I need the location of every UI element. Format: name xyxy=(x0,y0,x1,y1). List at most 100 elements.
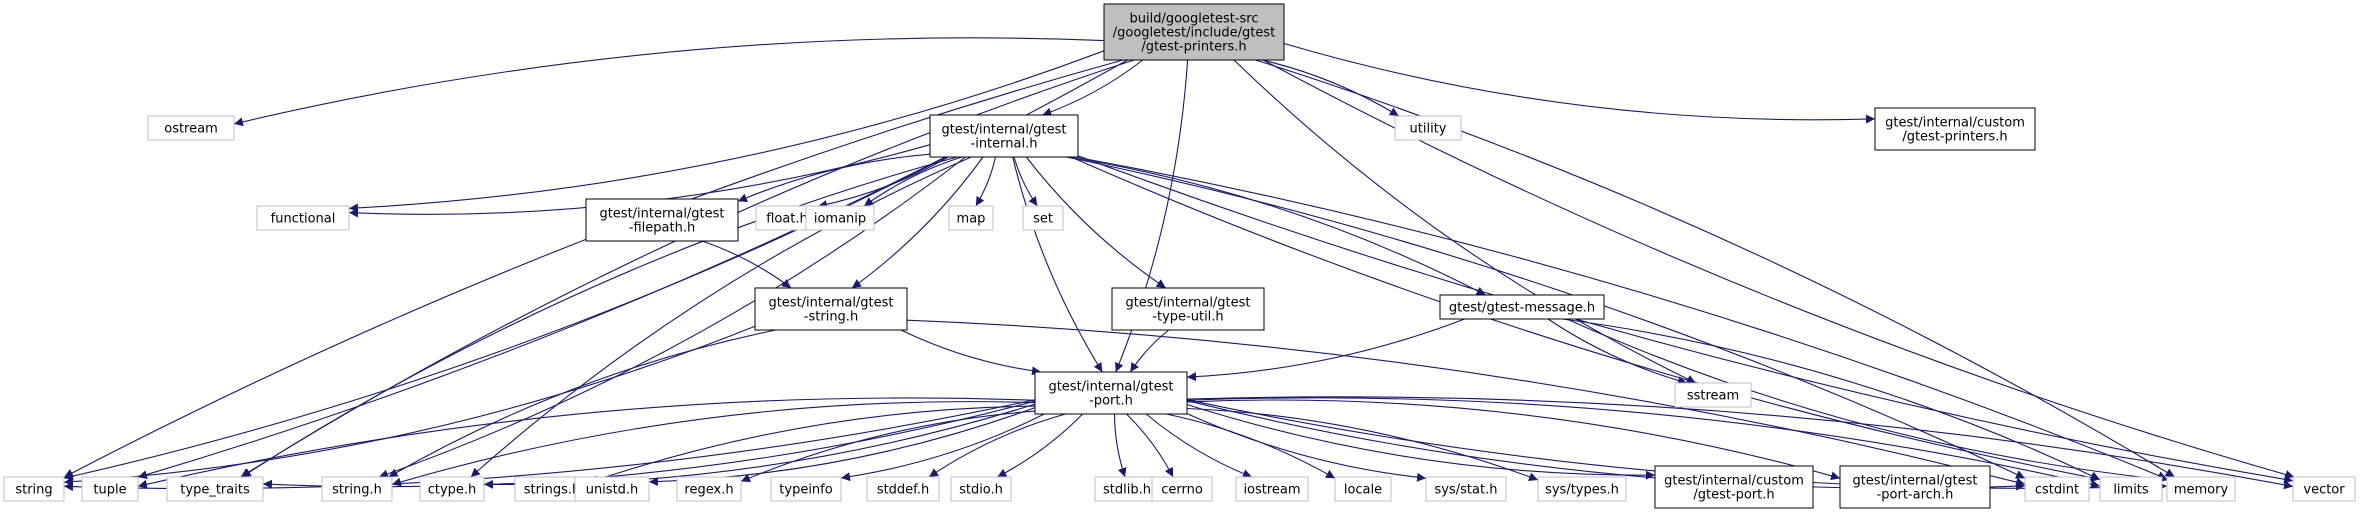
node-label: string xyxy=(15,483,52,498)
node-box xyxy=(3,476,65,502)
node-label: ctype.h xyxy=(428,483,477,498)
edge-root-to-sstream xyxy=(1233,59,1697,384)
node-label: gtest/internal/gtest xyxy=(941,123,1066,138)
node-set: set xyxy=(1022,205,1064,231)
node-label: ostream xyxy=(164,122,218,137)
edge-internal-to-memory xyxy=(1075,156,2168,480)
node-sys-stat: sys/stat.h xyxy=(1425,476,1507,502)
edge-root-to-custom_printers xyxy=(1283,42,1876,124)
node-string: string xyxy=(3,476,65,502)
node-label: -internal.h xyxy=(971,137,1038,152)
edge-root-to-functional xyxy=(348,50,1105,213)
edge-internal-to-message xyxy=(1067,156,1486,296)
node-string-h: string.h xyxy=(321,476,393,502)
edge-port-to-stdlib_h xyxy=(1113,413,1127,478)
node-label: sys/stat.h xyxy=(1435,483,1498,498)
node-label: vector xyxy=(2303,483,2345,498)
node-custom-printers[interactable]: gtest/internal/custom/gtest-printers.h xyxy=(1874,107,2036,151)
node-box xyxy=(1654,465,1814,509)
node-label: locale xyxy=(1344,483,1382,498)
node-message[interactable]: gtest/gtest-message.h xyxy=(1439,294,1605,320)
node-label: -port-arch.h xyxy=(1877,488,1954,503)
node-box xyxy=(1022,205,1064,231)
node-box xyxy=(419,476,485,502)
node-box xyxy=(770,476,842,502)
node-box xyxy=(1151,476,1213,502)
node-box xyxy=(147,115,235,141)
node-root[interactable]: build/googletest-src/googletest/include/… xyxy=(1103,3,1285,61)
node-functional: functional xyxy=(256,205,350,231)
node-label: gtest/internal/custom xyxy=(1885,116,2025,131)
node-box xyxy=(2166,476,2236,502)
node-box xyxy=(1094,476,1160,502)
edge-port-to-vector xyxy=(1186,396,2294,490)
edge-gstring-to-string xyxy=(63,325,756,487)
node-box xyxy=(1334,476,1392,502)
node-tuple: tuple xyxy=(81,476,139,502)
node-filepath[interactable]: gtest/internal/gtest-filepath.h xyxy=(585,198,739,242)
node-box xyxy=(1235,476,1309,502)
node-type-traits: type_traits xyxy=(166,476,264,502)
node-box xyxy=(1103,3,1285,61)
node-label: functional xyxy=(271,212,336,227)
file-nodes: build/googletest-src/googletest/include/… xyxy=(3,3,2356,509)
node-ostream: ostream xyxy=(147,115,235,141)
edge-port-to-port_arch xyxy=(1186,399,1841,481)
node-label: set xyxy=(1033,212,1053,227)
node-label: -filepath.h xyxy=(629,221,695,236)
node-port-arch[interactable]: gtest/internal/gtest-port-arch.h xyxy=(1839,465,1991,509)
edge-root-to-memory xyxy=(1255,59,2175,478)
node-gstring[interactable]: gtest/internal/gtest-string.h xyxy=(754,287,908,331)
node-box xyxy=(585,198,739,242)
node-label: cerrno xyxy=(1161,483,1203,498)
node-label: stdio.h xyxy=(959,483,1003,498)
node-label: memory xyxy=(2174,483,2229,498)
node-type-util[interactable]: gtest/internal/gtest-type-util.h xyxy=(1111,287,1265,331)
edge-internal-to-gstring xyxy=(851,156,984,289)
node-internal[interactable]: gtest/internal/gtest-internal.h xyxy=(929,114,1079,158)
node-label: utility xyxy=(1410,122,1447,137)
edge-type_util-to-port xyxy=(1129,329,1170,373)
node-label: type_traits xyxy=(180,483,250,498)
edge-port-to-cerrno xyxy=(1126,413,1174,478)
edge-internal-to-type_util xyxy=(1025,156,1167,289)
node-sys-types: sys/types.h xyxy=(1537,476,1627,502)
node-stddef-h: stddef.h xyxy=(866,476,940,502)
node-label: gtest/internal/gtest xyxy=(599,207,724,222)
node-label: float.h xyxy=(766,212,808,227)
node-label: gtest/internal/gtest xyxy=(1852,474,1977,489)
node-box xyxy=(2099,476,2163,502)
edge-internal-to-type_traits xyxy=(241,156,958,478)
node-label: map xyxy=(957,212,986,227)
node-box xyxy=(2292,476,2356,502)
edge-root-to-internal xyxy=(1042,59,1144,117)
node-label: stdlib.h xyxy=(1103,483,1151,498)
edge-message-to-sstream xyxy=(1547,318,1688,385)
edge-gstring-to-port xyxy=(900,329,1042,376)
node-box xyxy=(1874,107,2036,151)
edge-internal-to-float_h xyxy=(817,156,949,209)
node-map: map xyxy=(948,205,994,231)
node-port[interactable]: gtest/internal/gtest-port.h xyxy=(1034,371,1188,415)
node-label: gtest/internal/gtest xyxy=(1048,380,1173,395)
dependency-edges xyxy=(63,37,2295,492)
node-label: gtest/internal/gtest xyxy=(768,296,893,311)
edge-root-to-string xyxy=(63,59,1124,478)
edge-port-to-sys_types xyxy=(1186,407,1539,482)
edge-port-to-iostream xyxy=(1145,413,1253,478)
edge-port-to-limits xyxy=(1186,397,2101,489)
node-box xyxy=(1394,115,1462,141)
node-label: strings.h xyxy=(524,483,580,498)
edge-root-to-utility xyxy=(1262,59,1400,117)
node-cerrno: cerrno xyxy=(1151,476,1213,502)
edge-internal-to-vector xyxy=(1077,155,2294,484)
node-box xyxy=(950,476,1012,502)
node-box xyxy=(1674,382,1752,408)
node-iostream: iostream xyxy=(1235,476,1309,502)
node-label: iostream xyxy=(1243,483,1300,498)
node-label: /gtest-printers.h xyxy=(1141,40,1246,55)
node-box xyxy=(1111,287,1265,331)
edge-internal-to-cstdint xyxy=(1066,156,2026,479)
node-custom-port[interactable]: gtest/internal/custom/gtest-port.h xyxy=(1654,465,1814,509)
edge-port-to-string_h xyxy=(391,401,1036,487)
